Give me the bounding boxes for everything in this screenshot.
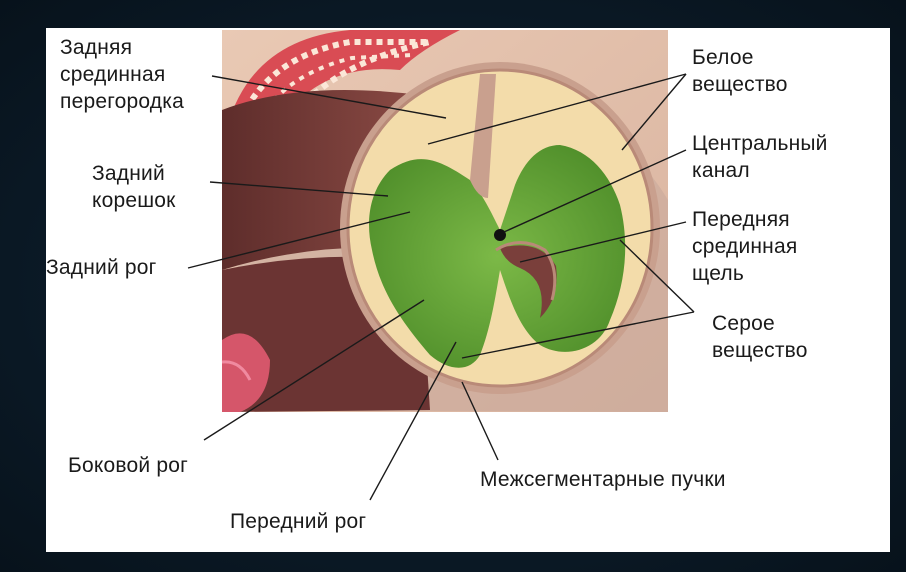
label-gray-matter: Серое вещество	[712, 310, 808, 364]
label-central-canal: Центральный канал	[692, 130, 828, 184]
label-white-matter: Белое вещество	[692, 44, 788, 98]
label-lateral-horn: Боковой рог	[68, 452, 188, 479]
label-posterior-horn: Задний рог	[46, 254, 157, 281]
label-anterior-median-fissure: Передняя срединная щель	[692, 206, 797, 287]
label-anterior-horn: Передний рог	[230, 508, 366, 535]
spinal-cord-section	[340, 62, 660, 394]
label-posterior-root: Задний корешок	[92, 160, 176, 214]
label-intersegmental-bundles: Межсегментарные пучки	[480, 466, 726, 493]
label-posterior-median-septum: Задняя срединная перегородка	[60, 34, 184, 115]
